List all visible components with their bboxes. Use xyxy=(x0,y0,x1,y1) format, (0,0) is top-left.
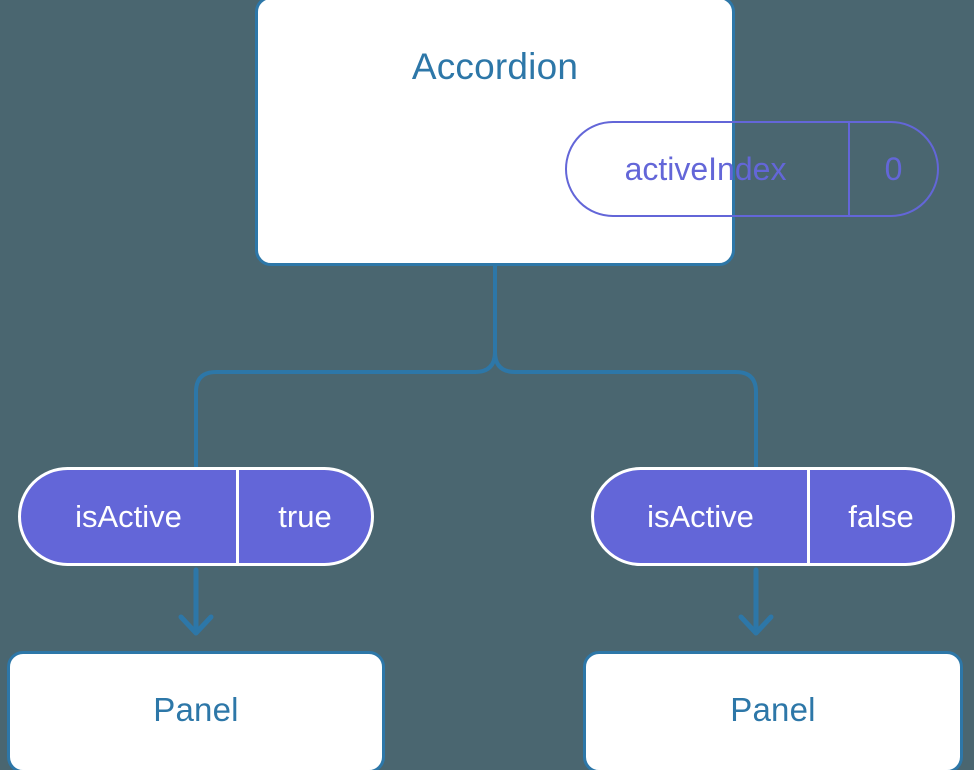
prop-pill-value: true xyxy=(278,498,332,534)
prop-pill-is-active-true[interactable]: isActive true xyxy=(18,467,374,566)
panel-node-label: Panel xyxy=(153,691,239,728)
prop-pill-value: false xyxy=(848,498,914,534)
state-pill-value: 0 xyxy=(884,150,903,187)
prop-pill-key: isActive xyxy=(594,470,810,563)
panel-node-right[interactable]: Panel xyxy=(583,651,963,770)
accordion-node-label: Accordion xyxy=(411,46,579,87)
panel-node-left[interactable]: Panel xyxy=(7,651,385,770)
prop-pill-key: isActive xyxy=(21,470,239,563)
state-pill-key: activeIndex xyxy=(567,123,850,215)
prop-pill-is-active-false[interactable]: isActive false xyxy=(591,467,955,566)
branch-connector-right xyxy=(493,264,758,469)
arrow-left xyxy=(178,567,214,636)
arrow-right xyxy=(738,567,774,636)
state-pill-active-index[interactable]: activeIndex 0 xyxy=(565,121,939,217)
panel-node-label: Panel xyxy=(730,691,816,728)
branch-connector xyxy=(194,264,497,469)
accordion-node[interactable]: Accordion activeIndex 0 xyxy=(255,0,939,266)
